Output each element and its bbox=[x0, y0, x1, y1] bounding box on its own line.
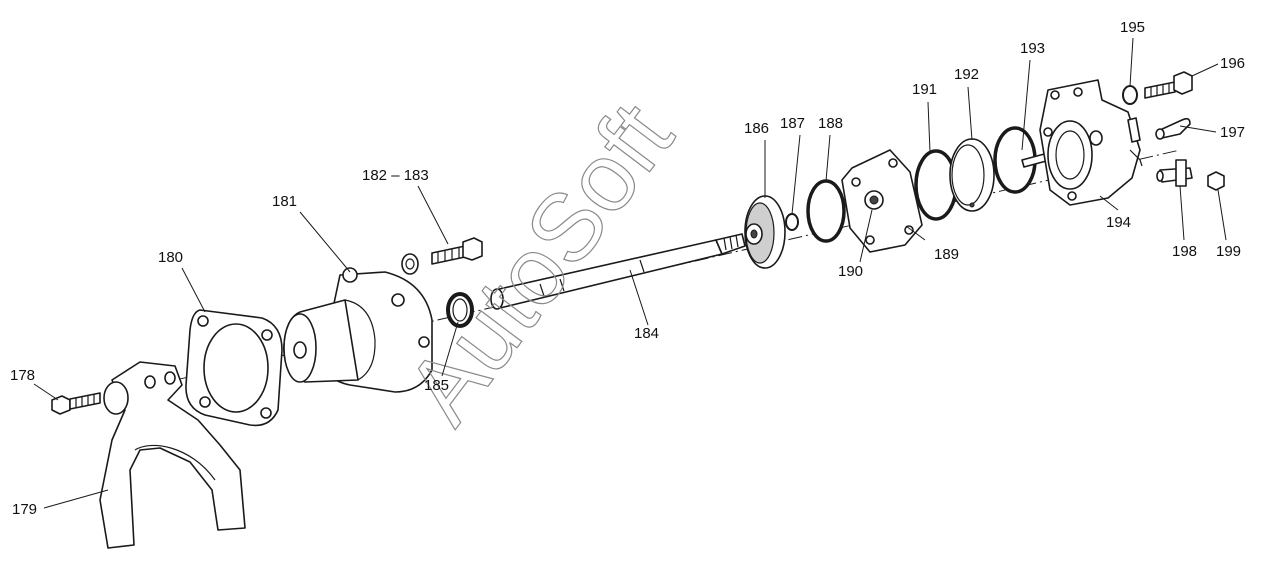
bolt-183 bbox=[431, 237, 483, 265]
piston-186 bbox=[744, 195, 786, 269]
piston-192 bbox=[949, 138, 995, 212]
washer-182 bbox=[401, 253, 419, 275]
callout-197: 197 bbox=[1220, 124, 1245, 141]
nut-190 bbox=[864, 190, 884, 210]
o-ring-188 bbox=[806, 179, 846, 243]
callout-194: 194 bbox=[1106, 214, 1131, 231]
callout-181: 181 bbox=[272, 193, 297, 210]
callout-195: 195 bbox=[1120, 19, 1145, 36]
piston-rod-184 bbox=[490, 233, 746, 310]
assembly-axis bbox=[109, 149, 1181, 396]
o-ring-187 bbox=[785, 213, 799, 231]
bolt-196 bbox=[1144, 71, 1193, 99]
callout-199: 199 bbox=[1216, 243, 1241, 260]
callout-192: 192 bbox=[954, 66, 979, 83]
callout-193: 193 bbox=[1020, 40, 1045, 57]
callout-184: 184 bbox=[634, 325, 659, 342]
callout-190: 190 bbox=[838, 263, 863, 280]
callout-196: 196 bbox=[1220, 55, 1245, 72]
callout-188: 188 bbox=[818, 115, 843, 132]
seal-ring-185 bbox=[446, 292, 474, 328]
callout-179: 179 bbox=[12, 501, 37, 518]
pipe-fitting-197 bbox=[1155, 117, 1191, 140]
callout-186: 186 bbox=[744, 120, 769, 137]
callout-178: 178 bbox=[10, 367, 35, 384]
leader-lines bbox=[33, 37, 1227, 509]
callout-180: 180 bbox=[158, 249, 183, 266]
tee-fitting-198 bbox=[1156, 159, 1193, 187]
callout-187: 187 bbox=[780, 115, 805, 132]
callout-182-183: 182 – 183 bbox=[362, 167, 429, 184]
callout-198: 198 bbox=[1172, 243, 1197, 260]
washer-195 bbox=[1122, 85, 1138, 105]
plug-199 bbox=[1207, 171, 1225, 191]
callout-185: 185 bbox=[424, 377, 449, 394]
cylinder-head-194 bbox=[1039, 79, 1143, 206]
callout-191: 191 bbox=[912, 81, 937, 98]
gasket-180 bbox=[185, 309, 283, 427]
o-ring-193 bbox=[993, 126, 1051, 194]
shift-fork-179 bbox=[99, 361, 246, 549]
bolt-178 bbox=[51, 392, 101, 415]
cylinder-housing-181 bbox=[283, 267, 433, 393]
callout-189: 189 bbox=[934, 246, 959, 263]
callout-labels: 178 179 180 181 182 – 183 184 185 186 18… bbox=[10, 19, 1245, 518]
